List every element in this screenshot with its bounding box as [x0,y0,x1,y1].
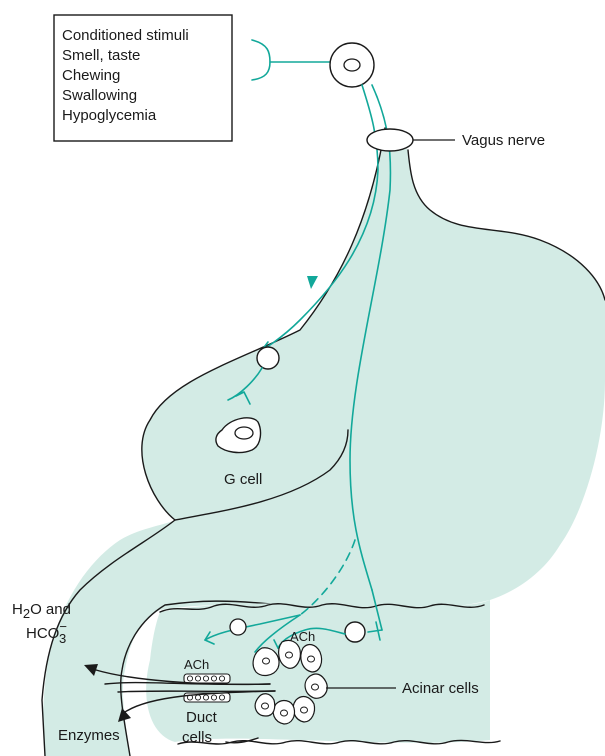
stimulus-hypoglycemia: Hypoglycemia [62,107,157,124]
pancreatic-neuron-right [345,622,365,642]
vagus-nerve-marker [367,129,413,151]
h2o-subscript: 2 [23,606,30,621]
hco3-subscript: 3 [59,631,66,646]
nerve-direction-arrow [307,276,318,289]
acinar-cell [253,648,279,676]
acinar-cell [255,694,275,716]
duct-cells-label-line1: Duct [186,709,218,726]
g-cell-label: G cell [224,471,262,488]
stimulus-chewing: Chewing [62,67,120,84]
hco3-label: HCO−3 [26,619,67,646]
acinar-cells-label: Acinar cells [402,680,479,697]
sensory-afferent-ending [252,40,270,80]
acinar-cell [293,697,314,722]
stimulus-smell-taste: Smell, taste [62,47,140,64]
stimulus-swallowing: Swallowing [62,87,137,104]
stimulus-conditioned: Conditioned stimuli [62,27,189,44]
enzymes-label: Enzymes [58,727,120,744]
duct-cells-upper [184,674,230,683]
intramural-neuron [257,347,279,369]
ach-label-left: ACh [184,657,209,672]
acinar-cell [305,674,327,698]
ach-label-right: ACh [290,629,315,644]
acinar-cell [279,640,301,668]
acinar-cell [273,701,294,724]
duct-cells-label-line2: cells [182,729,212,746]
brainstem-neuron [330,43,374,87]
vagus-nerve-label: Vagus nerve [462,132,545,149]
acinar-cell [301,645,322,672]
pancreatic-neuron-left [230,619,246,635]
